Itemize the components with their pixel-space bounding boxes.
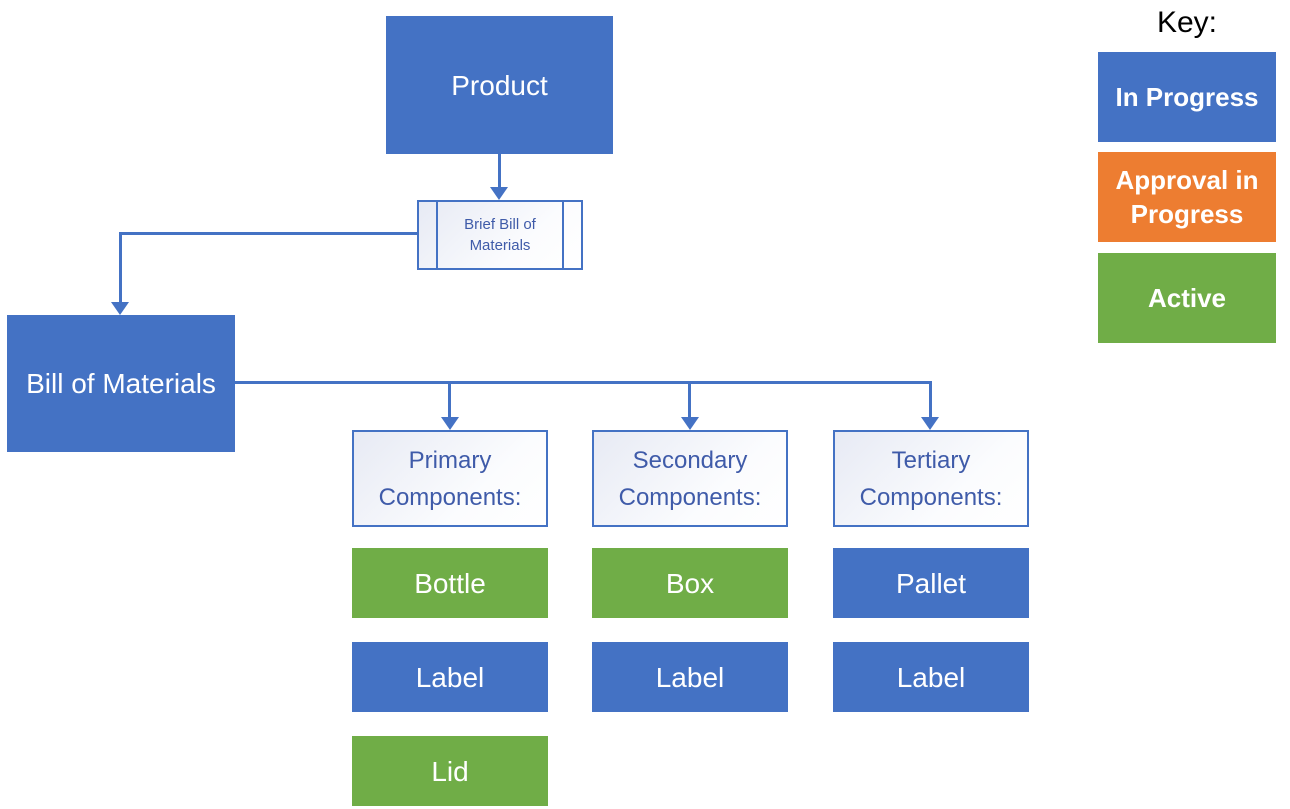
- connector-branch-primary-vline: [448, 381, 451, 418]
- connector-brief-bom-to-bom-vline: [119, 232, 122, 303]
- header-primary-components: Primary Components:: [352, 430, 548, 527]
- node-brief-bill-of-materials: Brief Bill of Materials: [417, 200, 583, 270]
- connector-brief-bom-to-bom-hline: [119, 232, 417, 235]
- node-bottle: Bottle: [352, 548, 548, 618]
- node-product: Product: [386, 16, 613, 154]
- connector-branch-secondary-vline: [688, 381, 691, 418]
- header-label-line2: Components:: [859, 483, 1003, 511]
- brief-bom-label-line2: Materials: [469, 237, 531, 254]
- header-label-line1: Secondary: [632, 446, 748, 474]
- header-secondary-components: Secondary Components:: [592, 430, 788, 527]
- arrow-down-icon: [681, 417, 699, 430]
- predefined-process-right-bar: [562, 202, 564, 268]
- header-label-line1: Primary: [408, 446, 492, 474]
- key-entry-active: Active: [1098, 253, 1276, 343]
- key-entry-approval-in-progress: Approval in Progress: [1098, 152, 1276, 242]
- arrow-down-icon: [111, 302, 129, 315]
- node-bill-of-materials: Bill of Materials: [7, 315, 235, 452]
- header-label-line2: Components:: [378, 483, 522, 511]
- arrow-down-icon: [921, 417, 939, 430]
- header-label-line2: Components:: [618, 483, 762, 511]
- node-tertiary-label: Label: [833, 642, 1029, 712]
- connector-branch-tertiary-vline: [929, 381, 932, 418]
- arrow-down-icon: [441, 417, 459, 430]
- key-entry-in-progress: In Progress: [1098, 52, 1276, 142]
- header-tertiary-components: Tertiary Components:: [833, 430, 1029, 527]
- node-pallet: Pallet: [833, 548, 1029, 618]
- key-title: Key:: [1156, 6, 1218, 39]
- node-lid: Lid: [352, 736, 548, 806]
- brief-bom-label-line1: Brief Bill of: [464, 216, 536, 233]
- connector-product-to-brief-bom-line: [498, 153, 501, 188]
- node-primary-label: Label: [352, 642, 548, 712]
- node-secondary-label: Label: [592, 642, 788, 712]
- connector-bom-branch-hline: [235, 381, 932, 384]
- arrow-down-icon: [490, 187, 508, 200]
- header-label-line1: Tertiary: [891, 446, 971, 474]
- node-box: Box: [592, 548, 788, 618]
- predefined-process-left-bar: [436, 202, 438, 268]
